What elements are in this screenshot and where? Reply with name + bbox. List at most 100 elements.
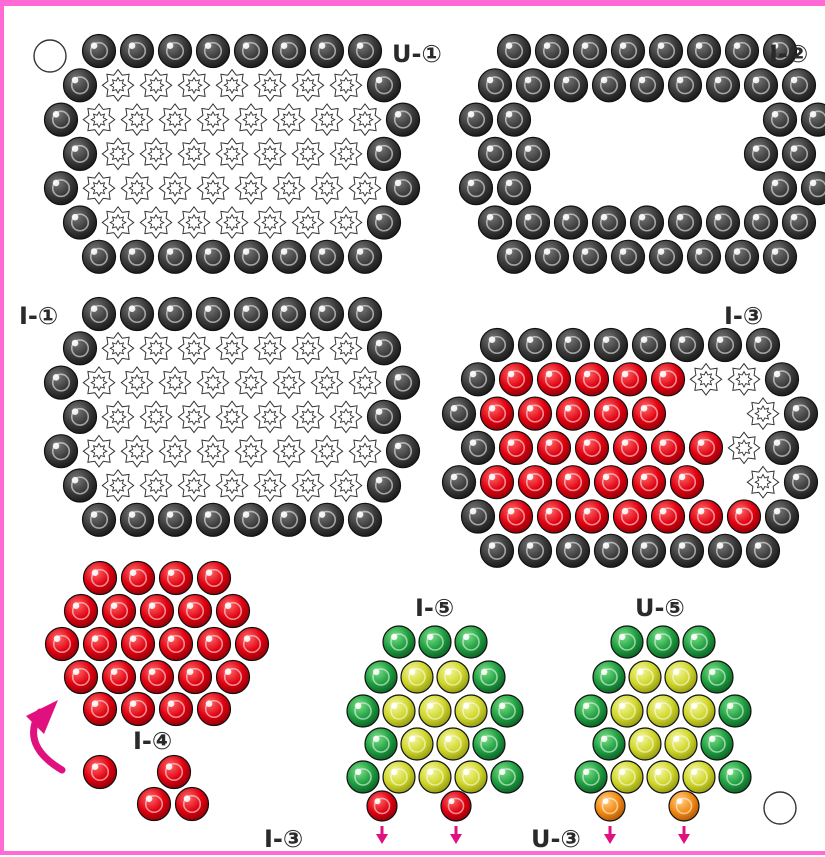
bead-red xyxy=(595,466,628,499)
bead-black xyxy=(159,35,192,68)
bead-black xyxy=(688,240,721,273)
bead-black xyxy=(45,435,78,468)
bead-red xyxy=(160,628,193,661)
bead-black xyxy=(726,35,759,68)
bead-clear-star xyxy=(121,173,152,204)
down-arrow-icon xyxy=(678,826,690,844)
label-i4: I-④ xyxy=(133,729,172,753)
bead-clear-star xyxy=(235,104,266,135)
bead-black xyxy=(764,103,797,136)
label-i5: I-⑤ xyxy=(415,596,454,620)
bead-clear-star xyxy=(728,432,759,463)
bead-red xyxy=(500,363,533,396)
bead-red xyxy=(217,661,250,694)
bead-clear-star xyxy=(292,138,323,169)
bead-black xyxy=(121,298,154,331)
bead-clear-star xyxy=(311,173,342,204)
bead-black xyxy=(121,240,154,273)
bead-black xyxy=(631,206,664,239)
bead-black xyxy=(387,172,420,205)
bead-black xyxy=(368,69,401,102)
bead-black xyxy=(726,240,759,273)
bead-yellow xyxy=(437,728,469,760)
bead-black xyxy=(650,240,683,273)
bead-red xyxy=(179,661,212,694)
bead-green xyxy=(473,728,505,760)
bead-clear-star xyxy=(121,436,152,467)
bead-clear-star xyxy=(83,436,114,467)
bead-yellow xyxy=(437,661,469,693)
bead-black xyxy=(273,298,306,331)
bead-black xyxy=(273,35,306,68)
bead-clear-star xyxy=(197,104,228,135)
bead-red xyxy=(481,397,514,430)
bead-black xyxy=(443,397,476,430)
bead-black xyxy=(387,103,420,136)
bead-red xyxy=(652,500,685,533)
bead-black xyxy=(83,35,116,68)
bead-red xyxy=(557,466,590,499)
bead-black xyxy=(517,137,550,170)
bead-black xyxy=(593,206,626,239)
bead-black xyxy=(159,503,192,536)
bead-clear-star xyxy=(311,104,342,135)
bead-black xyxy=(387,366,420,399)
bead-black xyxy=(707,69,740,102)
bead-clear-star xyxy=(349,173,380,204)
bead-black xyxy=(802,172,825,205)
bead-black xyxy=(443,466,476,499)
bead-black xyxy=(64,137,97,170)
bead-black xyxy=(498,172,531,205)
bead-red xyxy=(614,431,647,464)
bead-red xyxy=(367,791,397,821)
bead-clear-star xyxy=(747,467,778,498)
bead-black xyxy=(311,240,344,273)
bead-black xyxy=(197,298,230,331)
bead-red xyxy=(595,397,628,430)
bead-red xyxy=(538,500,571,533)
bead-black xyxy=(783,206,816,239)
bead-clear-star xyxy=(178,138,209,169)
bead-red xyxy=(46,628,79,661)
bead-clear-star xyxy=(102,401,133,432)
bead-black xyxy=(64,69,97,102)
bead-clear-star xyxy=(140,470,171,501)
bead-clear-star xyxy=(330,70,361,101)
bead-clear-star xyxy=(140,333,171,364)
bead-red xyxy=(652,363,685,396)
bead-orange xyxy=(595,791,625,821)
bead-clear-star xyxy=(178,333,209,364)
bead-red xyxy=(122,562,155,595)
bead-red xyxy=(576,431,609,464)
bead-red xyxy=(179,595,212,628)
bead-clear-star xyxy=(216,70,247,101)
bead-clear-star xyxy=(140,138,171,169)
bead-clear-star xyxy=(83,367,114,398)
bead-clear-star xyxy=(159,367,190,398)
bead-green xyxy=(473,661,505,693)
bead-red xyxy=(633,397,666,430)
bead-black xyxy=(745,206,778,239)
bead-red xyxy=(538,363,571,396)
bead-clear-star xyxy=(273,173,304,204)
bead-black xyxy=(669,206,702,239)
bead-red xyxy=(576,500,609,533)
bead-black xyxy=(633,534,666,567)
label-i3-bottom: I-③ xyxy=(264,827,303,851)
bead-clear-star xyxy=(292,70,323,101)
down-arrow-icon xyxy=(604,826,616,844)
bead-yellow xyxy=(629,661,661,693)
bead-green xyxy=(611,626,643,658)
label-u1: U-① xyxy=(392,42,442,66)
bead-red xyxy=(481,466,514,499)
bead-black xyxy=(764,240,797,273)
bead-clear-star xyxy=(292,401,323,432)
bead-black xyxy=(349,35,382,68)
bead-clear-star xyxy=(311,436,342,467)
bead-black xyxy=(481,329,514,362)
bead-yellow xyxy=(665,728,697,760)
bead-clear-star xyxy=(330,207,361,238)
bead-red xyxy=(652,431,685,464)
bead-red xyxy=(519,397,552,430)
